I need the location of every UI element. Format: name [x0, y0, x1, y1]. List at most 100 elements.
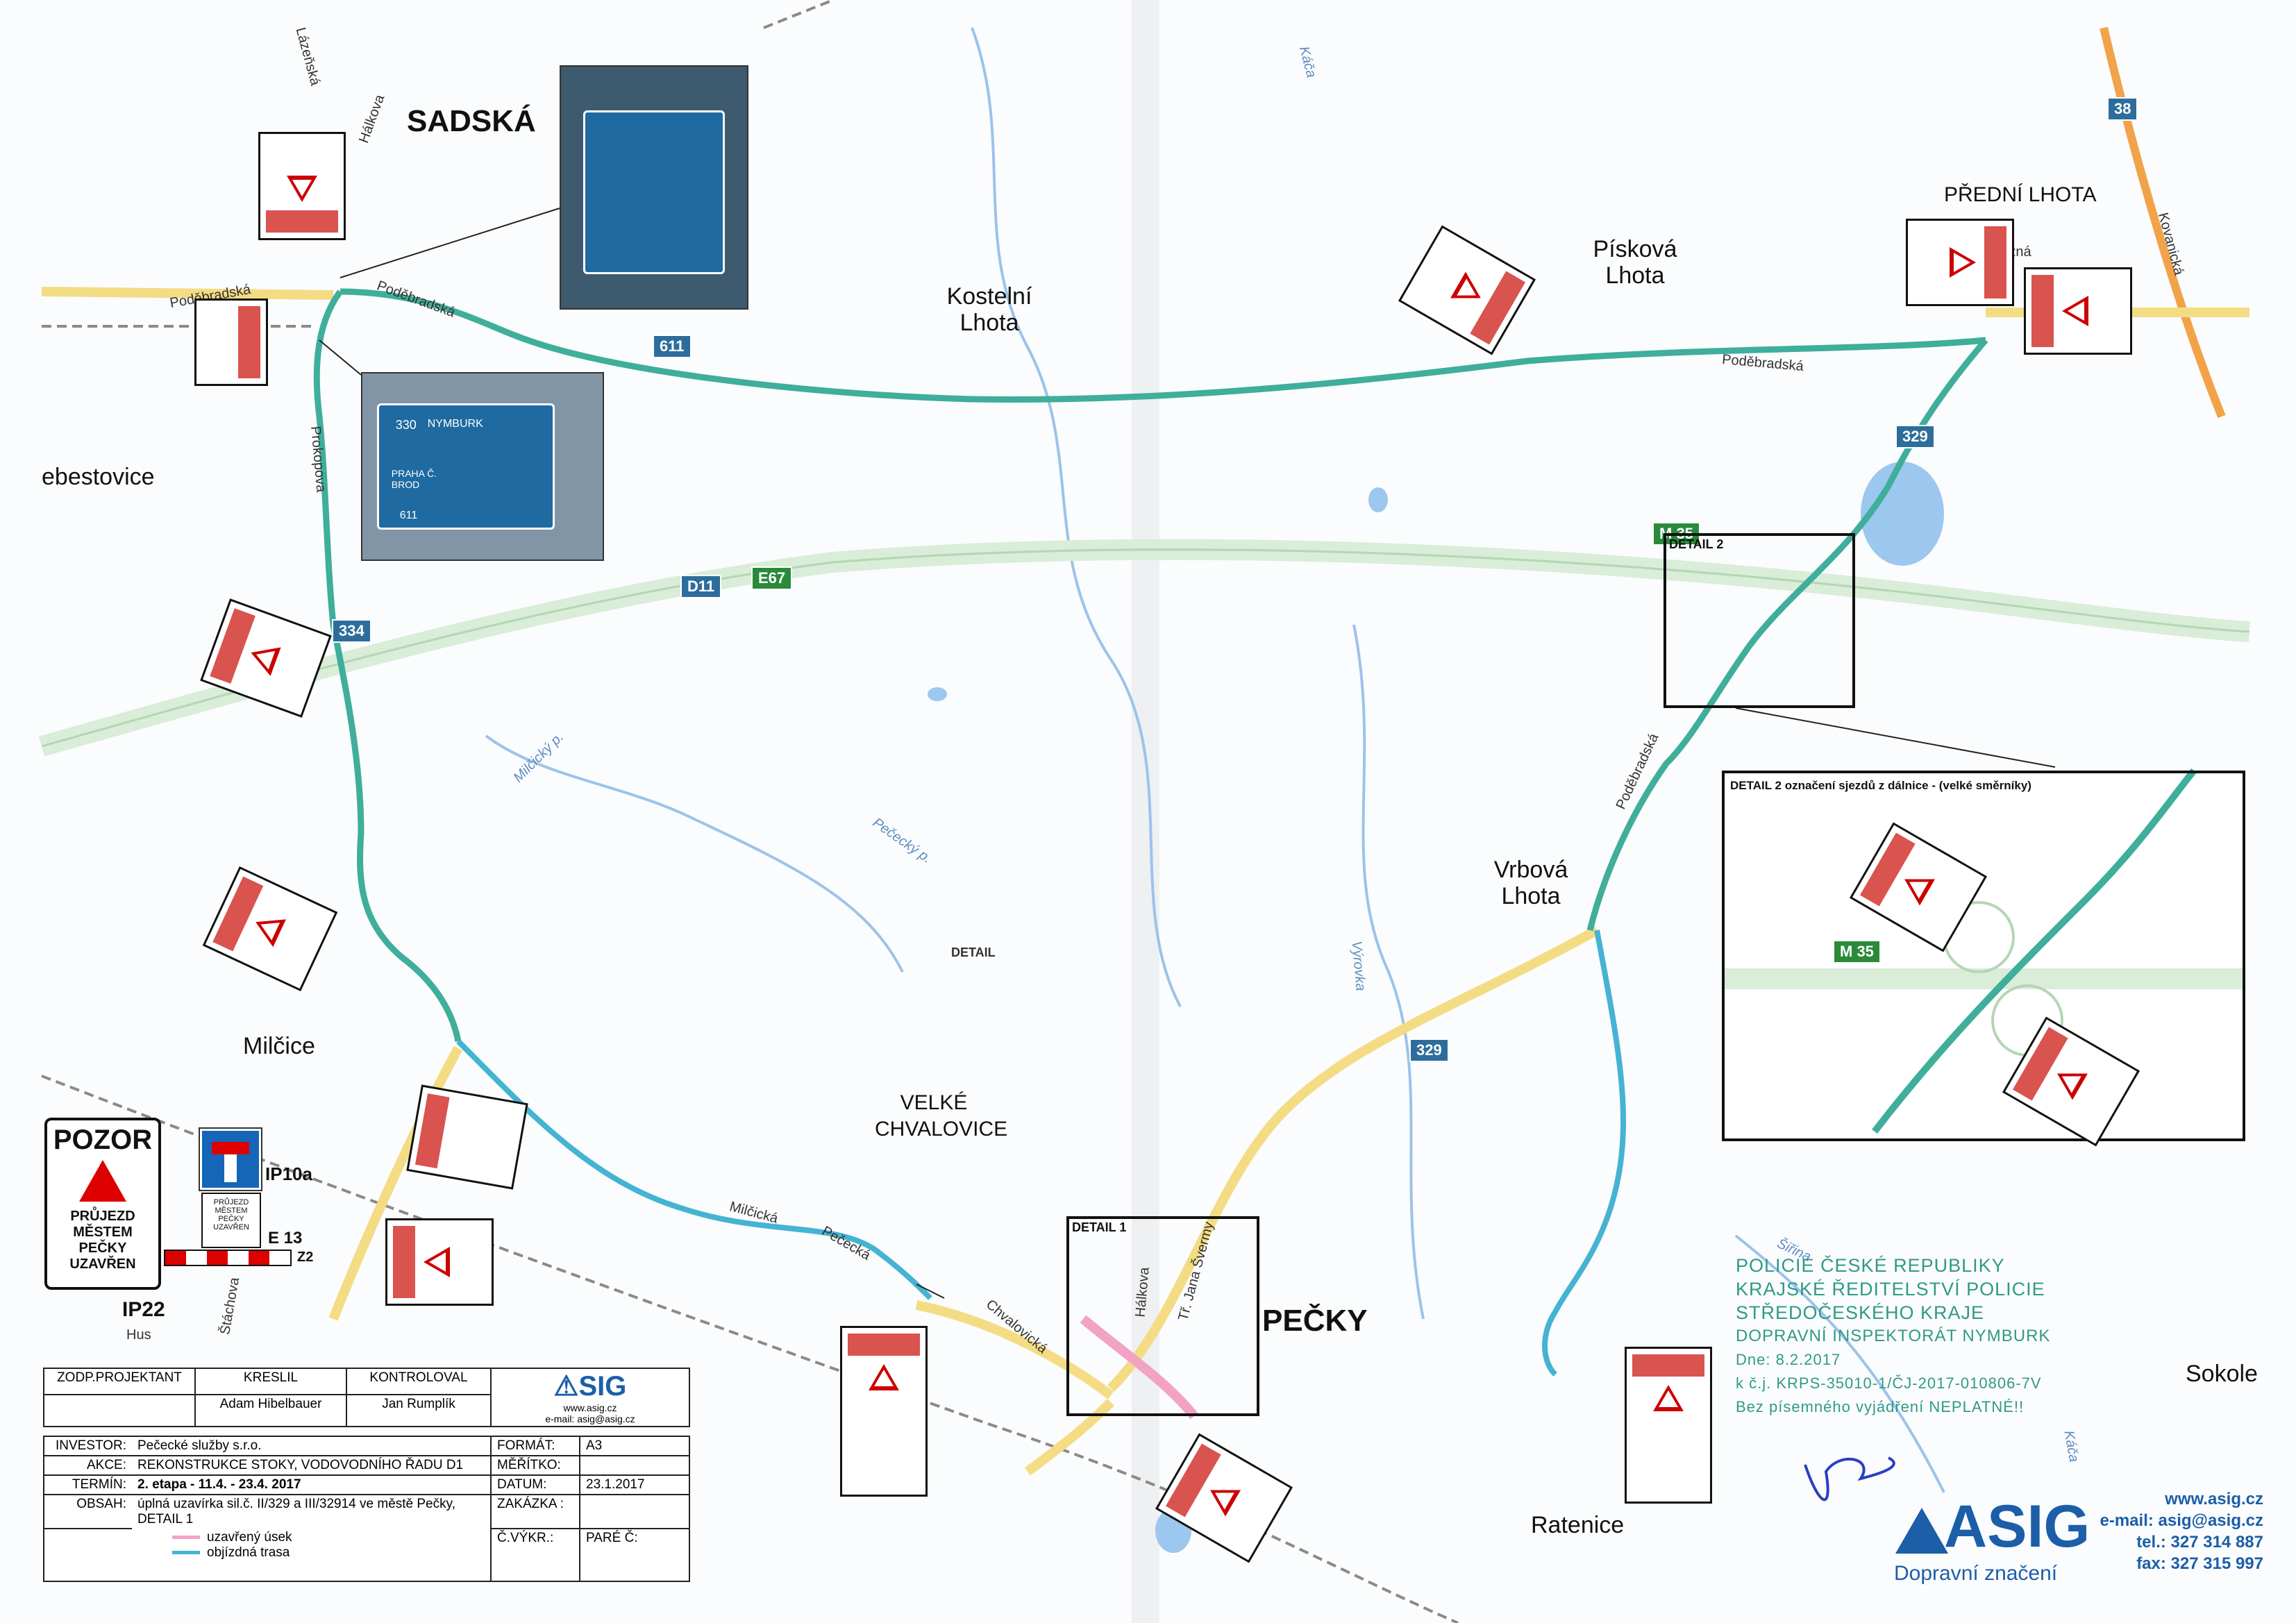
dead-end-icon-bar: [212, 1142, 249, 1154]
detail2-inset: DETAIL 2 označení sjezdů z dálnice - (ve…: [1722, 771, 2245, 1141]
stamp-line2: KRAJSKÉ ŘEDITELSTVÍ POLICIE: [1736, 1279, 2045, 1300]
termin-label: TERMÍN:: [43, 1474, 132, 1495]
road-badge-m35: M 35: [1833, 940, 1881, 964]
stamp-line4: DOPRAVNÍ INSPEKTORÁT NYMBURK: [1736, 1327, 2051, 1345]
ip10a-label: IP10a: [265, 1163, 312, 1184]
photo-label-praha: PRAHA Č. BROD: [391, 467, 437, 490]
street-hus: Hus: [126, 1327, 151, 1343]
stamp-line3: STŘEDOČESKÉHO KRAJE: [1736, 1302, 1985, 1323]
road-38: [2100, 26, 2226, 419]
town-ratenice: Ratenice: [1531, 1512, 1625, 1538]
road-badge-611: 611: [653, 335, 692, 358]
photo-label-611: 611: [399, 509, 418, 521]
warning-triangle-icon: [79, 1160, 126, 1202]
legend-pozor-sign: POZOR PRŮJEZD MĚSTEM PEČKY UZAVŘEN: [44, 1118, 161, 1290]
road-badge-38: 38: [2107, 97, 2138, 121]
direction-sign-board: [583, 110, 725, 275]
asig-footer-logo: ASIG: [1895, 1492, 2090, 1561]
sign-card-pozor: [1906, 219, 2014, 306]
road-badge-e67: E67: [751, 566, 793, 590]
police-stamp: POLICIE ČESKÉ REPUBLIKY KRAJSKÉ ŘEDITELS…: [1736, 1254, 2050, 1419]
legend-spacer: [43, 1528, 132, 1582]
ip10a-supplement: PRŮJEZD MĚSTEM PEČKY UZAVŘEN: [201, 1193, 261, 1248]
photo-label-nymburk: NYMBURK: [427, 417, 483, 430]
asig-contacts: www.asig.cz e-mail: asig@asig.cz tel.: 3…: [2090, 1488, 2264, 1574]
sign-card-pozor: [258, 132, 346, 240]
legend-closed-swatch: [172, 1536, 200, 1540]
dead-end-icon: [224, 1152, 237, 1182]
zakazka-value: [579, 1494, 690, 1529]
detour-route-light: [456, 930, 1627, 1377]
yellow-roads: [41, 287, 2249, 1476]
obsah-value: úplná uzavírka sil.č. II/329 a III/32914…: [132, 1494, 492, 1529]
asig-email: e-mail: asig@asig.cz: [545, 1413, 635, 1424]
kreslil-name: Adam Hibelbauer: [194, 1394, 347, 1427]
road-badge-329: 329: [1895, 425, 1935, 448]
road-badge-d11: D11: [680, 575, 722, 598]
detail2-label: DETAIL 2: [1669, 537, 1724, 551]
detail-word: DETAIL: [951, 945, 996, 959]
detail1-label: DETAIL 1: [1072, 1220, 1127, 1234]
obsah-label: OBSAH:: [43, 1494, 132, 1529]
title-block: ZODP.PROJEKTANT KRESLIL KONTROLOVAL ⚠SIG…: [43, 1368, 690, 1427]
meritko-label: MĚŘÍTKO:: [490, 1455, 580, 1476]
town-kostelni-lhota: Kostelní Lhota: [946, 283, 1032, 336]
legend-closed: uzavřený úsek: [137, 1530, 485, 1545]
sign-card-pozor: [2024, 267, 2132, 355]
sign-card-pozor: [385, 1218, 494, 1306]
town-piskova-lhota: Písková Lhota: [1593, 236, 1677, 289]
photo-label-330: 330: [395, 417, 417, 432]
datum-value: 23.1.2017: [579, 1474, 690, 1495]
town-sokolec: Sokole: [2186, 1361, 2258, 1387]
meritko-value: [579, 1455, 690, 1476]
zodp-projektant-value: [43, 1394, 196, 1427]
investor-label: INVESTOR:: [43, 1436, 132, 1456]
highway-center: [41, 548, 2250, 748]
road-badge-329: 329: [1409, 1038, 1449, 1062]
sign-card-pozor: [840, 1326, 928, 1497]
legend-cell: uzavřený úsek objízdná trasa: [132, 1529, 492, 1582]
ip10a-supplement-text: PRŮJEZD MĚSTEM PEČKY UZAVŘEN: [213, 1198, 249, 1231]
investor-value: Pečecké služby s.r.o.: [132, 1436, 492, 1456]
asig-fax: fax: 327 315 997: [2136, 1554, 2263, 1573]
legend-detour: objízdná trasa: [137, 1545, 485, 1561]
legend-detour-swatch: [172, 1551, 200, 1555]
sign-card-pozor: [194, 298, 268, 386]
town-sadska: SADSKÁ: [407, 104, 536, 138]
town-predni-lhota: PŘEDNÍ LHOTA: [1944, 183, 2097, 206]
town-velke-chvalovice: VELKÉ CHVALOVICE: [875, 1091, 1008, 1141]
detail2-box: DETAIL 2: [1664, 533, 1855, 708]
title-block-details: INVESTOR: Pečecké služby s.r.o. FORMÁT: …: [43, 1436, 690, 1582]
road-badge-334: 334: [332, 619, 371, 643]
legend-detour-label: objízdná trasa: [207, 1545, 290, 1560]
zakazka-label: ZAKÁZKA :: [490, 1494, 580, 1529]
kontroloval-label: KONTROLOVAL: [346, 1368, 492, 1395]
termin-value: 2. etapa - 11.4. - 23.4. 2017: [132, 1474, 492, 1495]
pozor-text: PRŮJEZD MĚSTEM PEČKY UZAVŘEN: [69, 1209, 136, 1272]
town-sebestovice: ebestovice: [42, 464, 155, 490]
detail2-title: DETAIL 2 označení sjezdů z dálnice - (ve…: [1730, 779, 2031, 792]
town-milcice: Milčice: [243, 1033, 315, 1059]
photo-direction-sign-prokopova: 330 NYMBURK PRAHA Č. BROD 611: [361, 372, 604, 561]
asig-logo-text: ASIG: [1944, 1493, 2090, 1560]
legend-closed-label: uzavřený úsek: [207, 1530, 292, 1545]
asig-web: www.asig.cz: [563, 1402, 617, 1413]
ip10a-sign: [200, 1129, 261, 1190]
asig-logo: ⚠SIG: [553, 1371, 627, 1402]
detail1-box: DETAIL 1: [1066, 1216, 1259, 1416]
railways: [41, 0, 1459, 1623]
asig-triangle-icon: [1895, 1508, 1948, 1554]
format-label: FORMÁT:: [490, 1436, 580, 1456]
stamp-dne: Dne: 8.2.2017: [1736, 1351, 1841, 1368]
pozor-title: POZOR: [53, 1125, 153, 1155]
cvykr-label: Č.VÝKR.:: [490, 1528, 580, 1582]
stamp-cj: k č.j. KRPS-35010-1/ČJ-2017-010806-7V: [1736, 1374, 2042, 1392]
kreslil-label: KRESLIL: [194, 1368, 347, 1395]
ip22-label: IP22: [122, 1298, 165, 1321]
datum-label: DATUM:: [490, 1474, 580, 1495]
e13-label: E 13: [268, 1229, 303, 1247]
asig-subtitle: Dopravní značení: [1894, 1562, 2058, 1585]
town-pecky: PEČKY: [1262, 1304, 1368, 1338]
asig-email: e-mail: asig@asig.cz: [2100, 1511, 2264, 1530]
photo-direction-sign-sadska: [560, 65, 748, 310]
